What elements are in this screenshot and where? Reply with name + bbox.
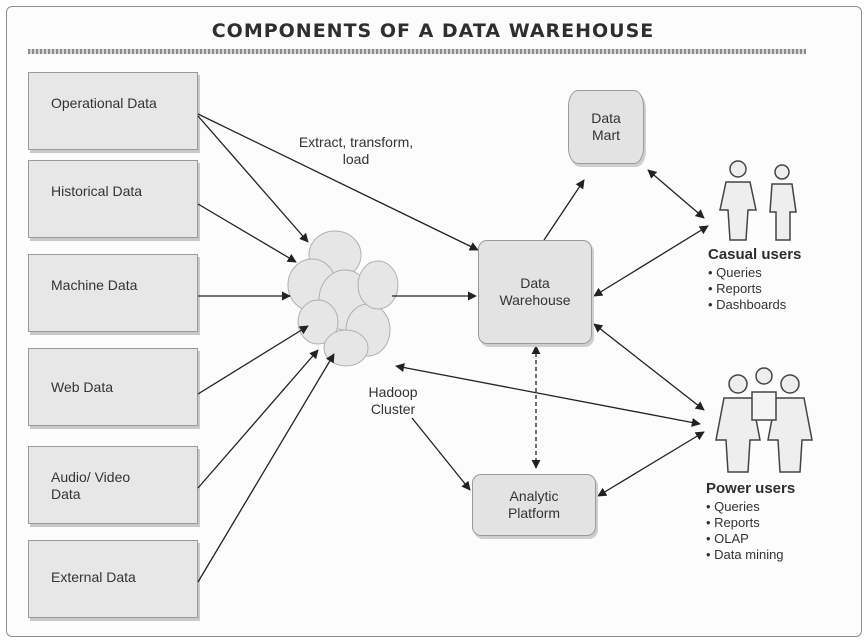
warehouse-power-users-arrow bbox=[593, 323, 705, 411]
casual-users-item: Dashboards bbox=[708, 297, 848, 313]
data-mart-label: Data Mart bbox=[591, 110, 621, 143]
hadoop-cluster-label: Hadoop Cluster bbox=[368, 384, 418, 417]
source-box-external: External Data bbox=[28, 540, 198, 618]
hadoop-power-users-arrow bbox=[395, 363, 701, 427]
hadoop-cluster-cloud-icon bbox=[287, 230, 399, 367]
power-users-group: Power users Queries Reports OLAP Data mi… bbox=[706, 480, 846, 563]
data-warehouse-node: Data Warehouse bbox=[478, 240, 592, 344]
source-label-machine: Machine Data bbox=[51, 277, 138, 293]
casual-users-item: Reports bbox=[708, 281, 848, 297]
title-divider bbox=[28, 49, 806, 54]
source-label-operational: Operational Data bbox=[51, 95, 157, 111]
analytic-power-users-arrow bbox=[597, 431, 705, 497]
casual-users-icon bbox=[719, 160, 797, 241]
data-mart-node: Data Mart bbox=[568, 90, 644, 164]
source-label-historical: Historical Data bbox=[51, 183, 143, 199]
analytic-platform-label: Analytic Platform bbox=[507, 488, 561, 521]
hadoop-to-analytic-arrow bbox=[411, 417, 471, 491]
mart-casual-users-arrow bbox=[647, 169, 705, 219]
casual-users-title: Casual users bbox=[708, 246, 802, 263]
diagram-title: COMPONENTS OF A DATA WAREHOUSE bbox=[211, 20, 655, 42]
source-box-operational: Operational Data bbox=[28, 72, 198, 150]
source-box-machine: Machine Data bbox=[28, 254, 198, 332]
source-label-audio-video: Audio/ Video Data bbox=[51, 469, 131, 502]
source-arrows bbox=[197, 115, 335, 583]
power-users-item: OLAP bbox=[706, 531, 846, 547]
source-box-audio-video: Audio/ Video Data bbox=[28, 446, 198, 524]
power-users-item: Data mining bbox=[706, 547, 846, 563]
power-users-icon bbox=[715, 367, 813, 473]
power-users-title: Power users bbox=[706, 480, 796, 497]
casual-users-item: Queries bbox=[708, 265, 848, 281]
power-users-item: Reports bbox=[706, 515, 846, 531]
warehouse-to-mart-arrow bbox=[543, 179, 585, 241]
power-users-item: Queries bbox=[706, 499, 846, 515]
source-box-historical: Historical Data bbox=[28, 160, 198, 238]
data-warehouse-label: Data Warehouse bbox=[499, 275, 571, 308]
source-label-web: Web Data bbox=[51, 379, 113, 395]
etl-arrow bbox=[197, 113, 479, 251]
source-box-web: Web Data bbox=[28, 348, 198, 426]
casual-users-group: Casual users Queries Reports Dashboards bbox=[708, 246, 848, 313]
analytic-platform-node: Analytic Platform bbox=[472, 474, 596, 536]
source-label-external: External Data bbox=[51, 569, 136, 585]
etl-label: Extract, transform, load bbox=[298, 134, 414, 167]
warehouse-casual-users-arrow bbox=[593, 225, 709, 297]
